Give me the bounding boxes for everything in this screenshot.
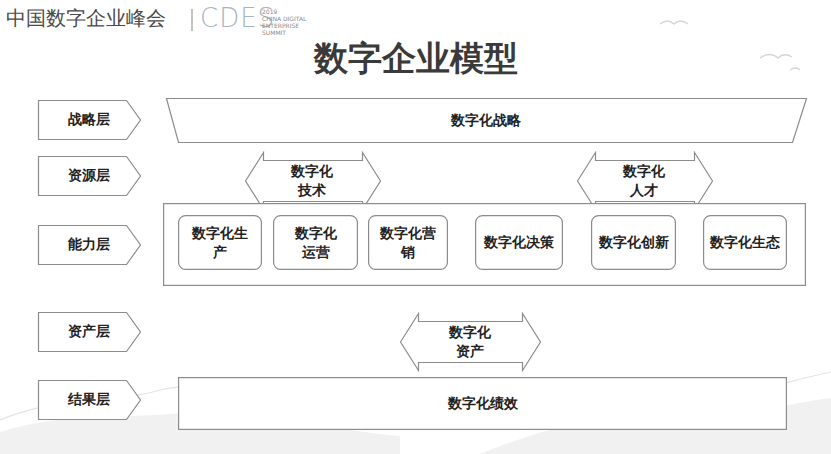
layer-tag-shape [39, 381, 141, 420]
capability-box: 数字化 运营 [273, 215, 358, 270]
capability-box: 数字化决策 [475, 215, 563, 270]
capability-box: 数字化生态 [703, 215, 787, 270]
resource-arrow-shape [578, 153, 713, 210]
capability-box-outline [368, 215, 448, 270]
node-label: 数字化决策 [484, 233, 554, 251]
node-label: 数字化 运营 [279, 224, 352, 260]
layer-tag: 资源层 [38, 156, 140, 195]
node-label: 数字化营 销 [374, 224, 442, 260]
layer-tag-shape [39, 313, 141, 352]
resource-arrow: 数字化 技术 [245, 152, 380, 209]
result-band: 数字化绩效 [178, 377, 787, 430]
layer-name: 结果层 [68, 390, 110, 408]
asset-arrow-outline [400, 313, 540, 370]
capability-box-outline [273, 215, 358, 270]
resource-arrow-outline [577, 152, 712, 209]
layer-tag: 资产层 [38, 312, 140, 351]
capability-box: 数字化生 产 [178, 215, 262, 270]
resource-arrow-outline [245, 152, 380, 209]
layer-tag: 结果层 [38, 380, 140, 419]
layer-tag: 能力层 [38, 225, 140, 264]
capability-box-shape [369, 216, 448, 270]
capability-box: 数字化创新 [591, 215, 676, 270]
layer-name: 能力层 [68, 235, 110, 253]
asset-arrow: 数字化 资产 [400, 313, 540, 370]
layer-name: 资源层 [68, 166, 110, 184]
strategy-band: 数字化战略 [166, 98, 806, 142]
resource-arrow-shape [246, 153, 381, 210]
header-separator [191, 9, 192, 31]
layer-tag-shape [39, 226, 141, 265]
capability-panel: 数字化生 产数字化 运营数字化营 销 数字化决策 数字化创新 数字化生态 [163, 203, 806, 286]
node-label: 数字化生 产 [184, 224, 256, 260]
summit-name: 中国数字企业峰会 [6, 7, 166, 30]
layer-name: 资产层 [68, 322, 110, 340]
capability-box-shape [179, 216, 262, 270]
capability-box-shape [704, 216, 787, 270]
capability-box-shape [476, 216, 563, 270]
layer-tag: 战略层 [38, 100, 140, 139]
capability-panel-shape [164, 204, 806, 286]
capability-box-outline [178, 215, 262, 270]
node-label: 数字化战略 [451, 111, 521, 129]
capability-box-shape [592, 216, 676, 270]
summit-subtitle: CHINA DIGITAL ENTERPRISE SUMMIT [262, 16, 324, 37]
node-label: 数字化绩效 [448, 394, 518, 412]
diagram-title: 数字企业模型 [0, 36, 831, 82]
summit-year: 2019 [262, 9, 277, 16]
capability-box: 数字化营 销 [368, 215, 448, 270]
node-label: 数字化创新 [599, 233, 669, 251]
capability-box-shape [274, 216, 358, 270]
asset-arrow-shape [401, 314, 541, 371]
layer-tag-shape [39, 157, 141, 196]
layer-tag-shape [39, 101, 141, 140]
node-label: 数字化 技术 [283, 162, 342, 198]
node-label: 数字化 资产 [441, 323, 500, 359]
result-band-shape [179, 378, 787, 430]
node-label: 数字化 人才 [615, 162, 674, 198]
resource-arrow: 数字化 人才 [577, 152, 712, 209]
bird-strokes [660, 21, 800, 70]
node-label: 数字化生态 [710, 233, 780, 251]
strategy-band-shape [167, 99, 807, 143]
layer-name: 战略层 [68, 110, 110, 128]
